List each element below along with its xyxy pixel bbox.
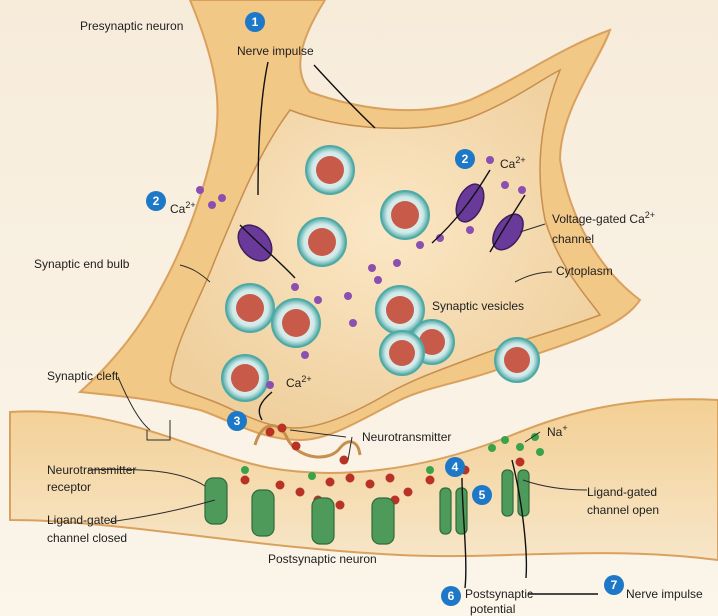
svg-text:1: 1 [252, 15, 259, 29]
svg-text:4: 4 [452, 460, 459, 474]
step-badge-6: 6 [441, 586, 461, 606]
receptor-open [456, 488, 467, 534]
label-channel-open: Ligand-gated [587, 485, 657, 499]
svg-text:5: 5 [479, 488, 486, 502]
step-badge-2-right: 2 [455, 149, 475, 169]
receptor-closed [205, 478, 227, 524]
step-badge-2-left: 2 [146, 191, 166, 211]
vesicle [298, 218, 346, 266]
step-badge-5: 5 [472, 485, 492, 505]
step-badge-4: 4 [445, 457, 465, 477]
label-synaptic-vesicles: Synaptic vesicles [432, 299, 524, 313]
svg-text:3: 3 [234, 414, 241, 428]
svg-text:2: 2 [153, 194, 160, 208]
step-badge-1: 1 [245, 12, 265, 32]
svg-text:7: 7 [611, 578, 618, 592]
receptor-closed [312, 498, 334, 544]
label-nerve-impulse-in: Nerve impulse [237, 44, 314, 58]
svg-text:2: 2 [462, 152, 469, 166]
label-voltage-gated-channel-line2: channel [552, 232, 594, 246]
receptor-closed [372, 498, 394, 544]
label-synaptic-end-bulb: Synaptic end bulb [34, 257, 130, 271]
label-channel-open-line2: channel open [587, 503, 659, 517]
vesicle [222, 355, 268, 401]
svg-text:6: 6 [448, 589, 455, 603]
receptor-open [502, 470, 513, 516]
label-voltage-gated-channel: Voltage-gated Ca2+ [552, 210, 655, 226]
receptor-open [440, 488, 451, 534]
vesicle [381, 191, 429, 239]
vesicle [495, 338, 539, 382]
label-postsynaptic-potential: Postsynaptic [465, 587, 533, 601]
vesicle [380, 331, 424, 375]
label-receptor: Neurotransmitter [47, 463, 136, 477]
label-synaptic-cleft: Synaptic cleft [47, 369, 119, 383]
step-badge-3: 3 [227, 411, 247, 431]
vesicle [306, 146, 354, 194]
label-channel-closed: Ligand-gated [47, 513, 117, 527]
label-neurotransmitter: Neurotransmitter [362, 430, 451, 444]
vesicle [226, 284, 274, 332]
step-badge-7: 7 [604, 575, 624, 595]
vesicle [272, 299, 320, 347]
label-postsynaptic-neuron: Postsynaptic neuron [268, 552, 377, 566]
label-presynaptic-neuron: Presynaptic neuron [80, 19, 183, 33]
label-channel-closed-line2: channel closed [47, 531, 127, 545]
label-nerve-impulse-out: Nerve impulse [626, 587, 703, 601]
receptor-closed [252, 490, 274, 536]
label-receptor-line2: receptor [47, 480, 91, 494]
label-postsynaptic-potential-line2: potential [470, 602, 515, 616]
label-cytoplasm: Cytoplasm [556, 264, 613, 278]
